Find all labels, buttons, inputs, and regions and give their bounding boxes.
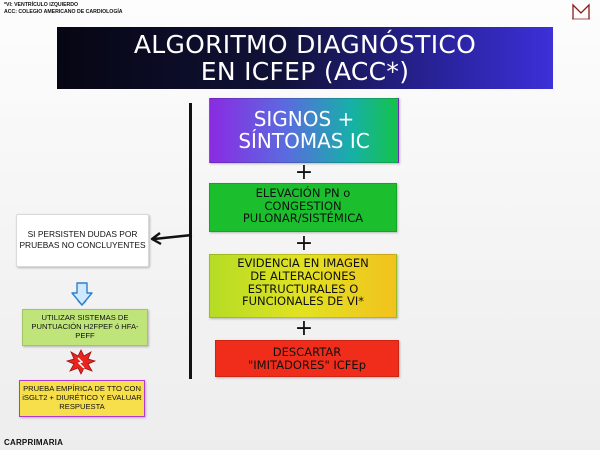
persisten-line-1: SI PERSISTEN DUDAS POR xyxy=(27,229,138,239)
elevacion-line-3: PULONAR/SISTÉMICA xyxy=(242,211,364,225)
down-arrow-icon xyxy=(71,282,93,306)
step-descartar-imitadores: DESCARTAR "IMITADORES" ICFEp xyxy=(215,340,399,377)
plus-icon: + xyxy=(294,160,314,185)
elevacion-line-1: ELEVACIÓN PN o xyxy=(255,186,351,200)
side-prueba-empirica: PRUEBA EMPÍRICA DE TTO CON iSGLT2 + DIUR… xyxy=(19,380,145,417)
footnote-vi: *VI: VENTRÍCULO IZQUIERDO xyxy=(4,2,79,8)
evidencia-line-1: EVIDENCIA EN IMAGEN xyxy=(237,256,369,270)
evidencia-line-3: ESTRUCTURALES O xyxy=(247,281,359,296)
footnotes: *VI: VENTRÍCULO IZQUIERDO ACC: COLEGIO A… xyxy=(4,2,123,15)
flow-vertical-line xyxy=(189,103,192,379)
title-line-2: EN ICFEP (ACC*) xyxy=(200,57,410,86)
utilizar-line-1: UTILIZAR SISTEMAS DE xyxy=(41,313,129,322)
footnote-acc: ACC: COLEGIO AMERICANO DE CARDIOLOGÍA xyxy=(4,8,123,15)
plus-icon: + xyxy=(294,316,314,341)
evidencia-line-2: DE ALTERACIONES xyxy=(250,268,356,283)
prueba-line-1: PRUEBA EMPÍRICA DE TTO CON xyxy=(23,384,141,393)
side-utilizar-sistemas: UTILIZAR SISTEMAS DE PUNTUACIÓN H2FPEF ó… xyxy=(22,309,148,346)
utilizar-line-3: PEFF xyxy=(75,331,95,340)
signos-line-1: SIGNOS + xyxy=(253,107,355,131)
arrow-left-icon xyxy=(150,232,193,246)
title-line-1: ALGORITMO DIAGNÓSTICO xyxy=(133,30,477,59)
page-title: ALGORITMO DIAGNÓSTICO EN ICFEP (ACC*) xyxy=(57,27,553,89)
signos-line-2: SÍNTOMAS IC xyxy=(238,129,370,153)
plus-icon: + xyxy=(294,231,314,256)
prueba-line-3: RESPUESTA xyxy=(59,402,105,411)
starburst-icon xyxy=(66,349,96,375)
logo-m-icon xyxy=(572,3,590,20)
evidencia-line-4: FUNCIONALES DE VI* xyxy=(242,294,364,309)
persisten-line-2: PRUEBAS NO CONCLUYENTES xyxy=(19,240,146,250)
side-persisten-dudas: SI PERSISTEN DUDAS POR PRUEBAS NO CONCLU… xyxy=(16,214,149,267)
step-signos-sintomas: SIGNOS + SÍNTOMAS IC xyxy=(209,98,399,163)
step-elevacion-pn: ELEVACIÓN PN o CONGESTION PULONAR/SISTÉM… xyxy=(209,183,397,232)
elevacion-line-2: CONGESTION xyxy=(264,198,342,213)
utilizar-line-2: PUNTUACIÓN H2FPEF ó HFA- xyxy=(31,322,139,331)
descartar-line-2: "IMITADORES" ICFEp xyxy=(247,357,366,372)
step-evidencia-imagen: EVIDENCIA EN IMAGEN DE ALTERACIONES ESTR… xyxy=(209,254,397,318)
descartar-line-1: DESCARTAR xyxy=(272,345,342,359)
brand-label: CARPRIMARIA xyxy=(4,438,64,447)
prueba-line-2: iSGLT2 + DIURÉTICO Y EVALUAR xyxy=(22,393,142,402)
